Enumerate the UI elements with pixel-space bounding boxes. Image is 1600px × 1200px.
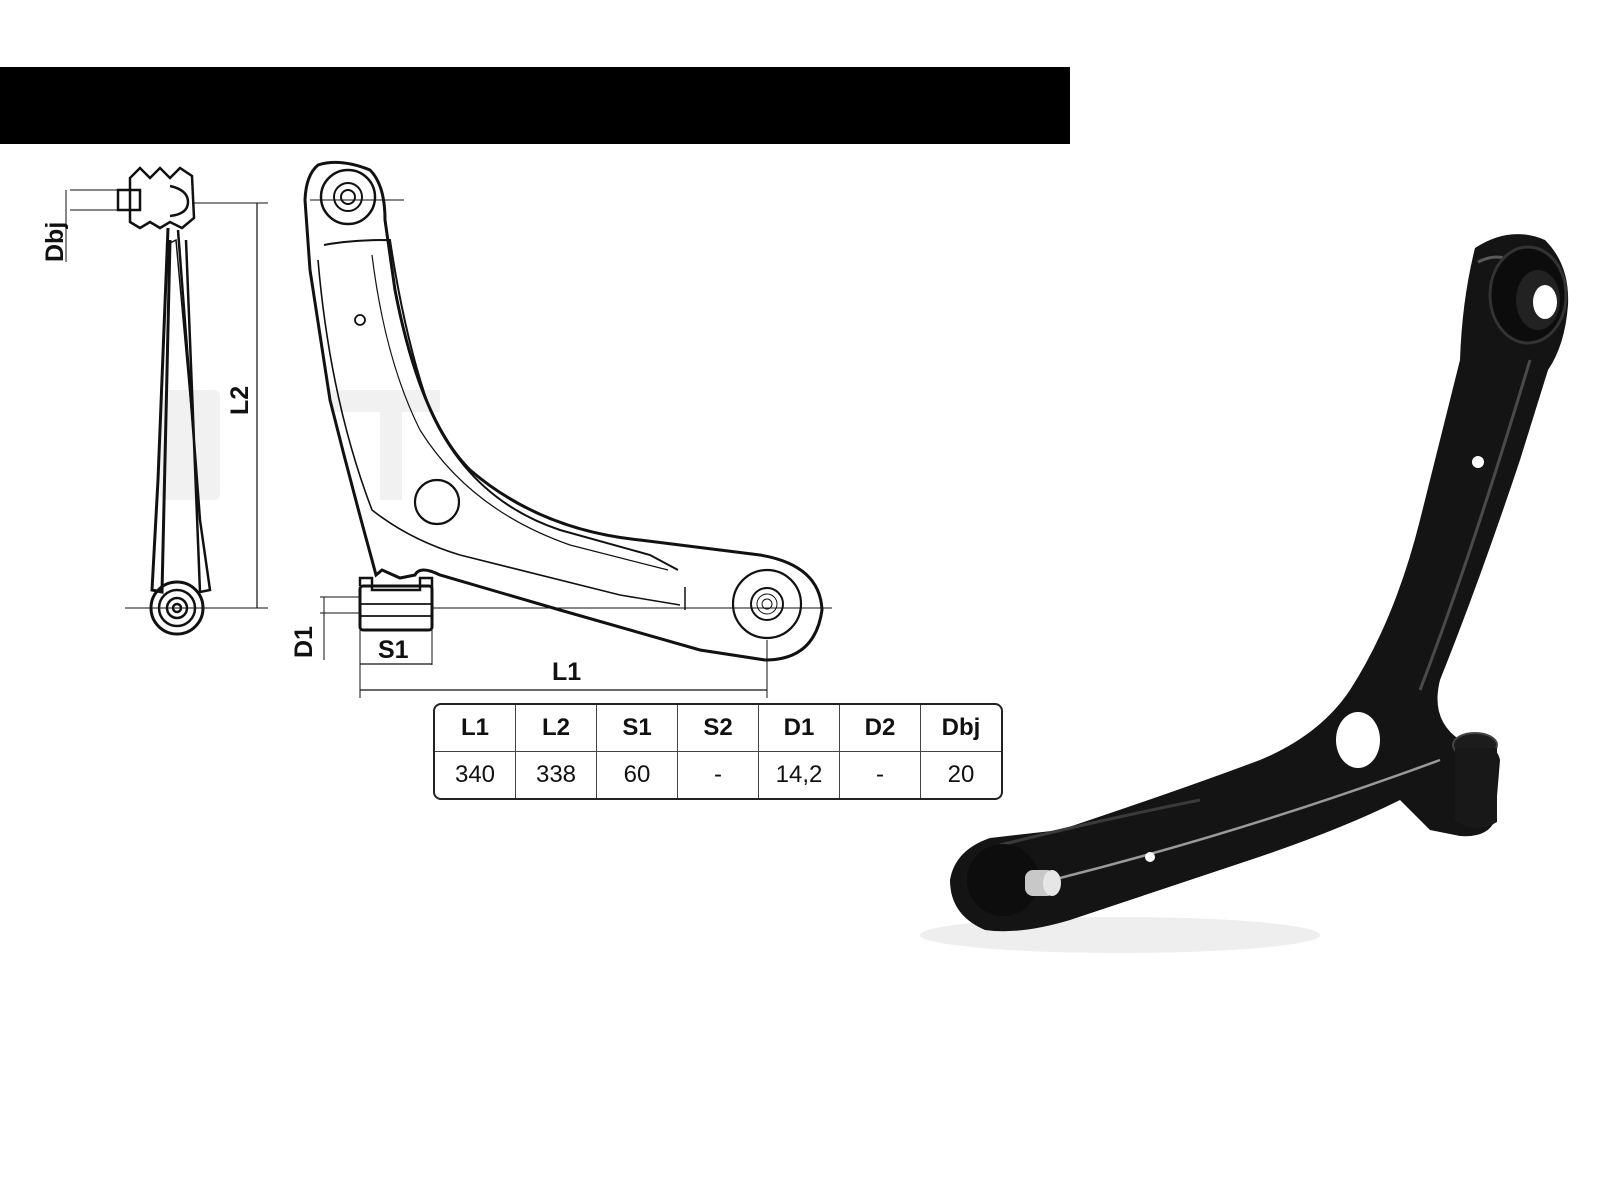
- value-d2: -: [840, 752, 921, 798]
- spec-table-header-row: L1 L2 S1 S2 D1 D2 Dbj: [435, 705, 1001, 752]
- spec-table-value-row: 340 338 60 - 14,2 - 20: [435, 752, 1001, 798]
- header-l1: L1: [435, 705, 516, 752]
- control-arm-photo: [920, 234, 1580, 960]
- dim-label-l1: L1: [552, 658, 581, 686]
- watermark: [160, 390, 440, 500]
- dim-label-s1: S1: [378, 636, 409, 664]
- header-bar: [0, 67, 1070, 144]
- side-view-drawing: [65, 166, 268, 636]
- top-view-drawing: [303, 160, 832, 698]
- value-d1: 14,2: [759, 752, 840, 798]
- header-s2: S2: [678, 705, 759, 752]
- header-l2: L2: [516, 705, 597, 752]
- header-d2: D2: [840, 705, 921, 752]
- dim-label-d1: D1: [290, 626, 318, 658]
- value-s1: 60: [597, 752, 678, 798]
- spec-table: L1 L2 S1 S2 D1 D2 Dbj 340 338 60 - 14,2 …: [433, 703, 1003, 800]
- value-s2: -: [678, 752, 759, 798]
- value-l2: 338: [516, 752, 597, 798]
- value-dbj: 20: [947, 761, 975, 788]
- value-l1: 340: [435, 752, 516, 798]
- header-d1: D1: [759, 705, 840, 752]
- header-s1: S1: [597, 705, 678, 752]
- dim-label-l2: L2: [226, 386, 254, 415]
- header-dbj: Dbj: [921, 705, 1001, 752]
- dim-label-dbj: Dbj: [41, 222, 69, 262]
